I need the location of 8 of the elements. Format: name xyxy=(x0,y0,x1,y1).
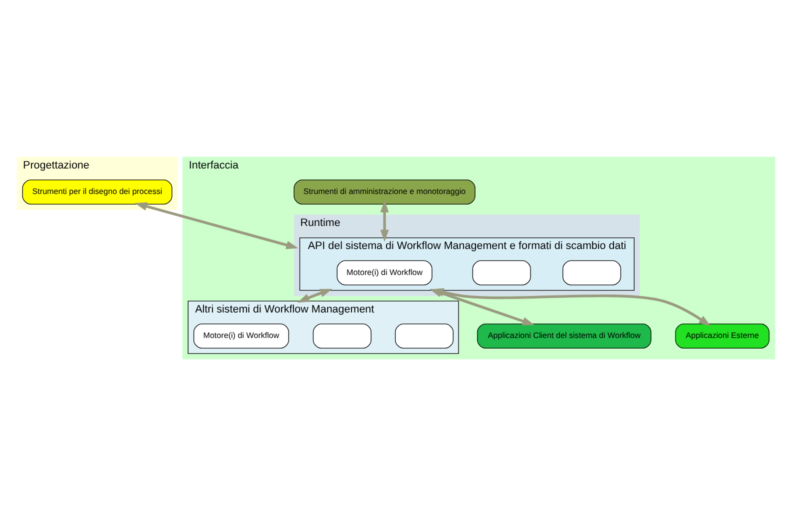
arrow xyxy=(134,202,298,249)
arrow xyxy=(297,288,332,302)
arrow xyxy=(380,200,389,242)
node-box xyxy=(472,260,531,285)
node-box xyxy=(312,323,372,348)
node-box xyxy=(394,323,454,348)
node-box xyxy=(562,260,622,285)
arrow xyxy=(432,288,711,326)
